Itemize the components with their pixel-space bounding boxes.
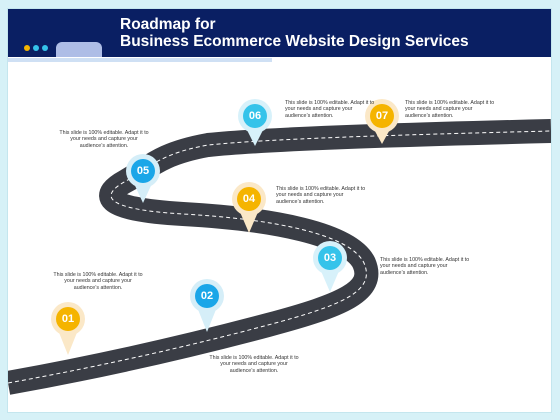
marker-06-label: 06 — [248, 110, 262, 122]
slide: Roadmap for Business Ecommerce Website D… — [8, 9, 551, 412]
title-line-1: Roadmap for — [120, 16, 216, 33]
page-title: Roadmap for Business Ecommerce Website D… — [120, 16, 469, 50]
blue-dot — [42, 45, 48, 51]
marker-02-label: 02 — [200, 290, 214, 302]
milestone-03-text: This slide is 100% editable. Adapt it to… — [380, 257, 470, 276]
milestone-05-text: This slide is 100% editable. Adapt it to… — [59, 130, 149, 149]
marker-01-pin — [51, 302, 85, 355]
title-line-2: Business Ecommerce Website Design Servic… — [120, 33, 469, 50]
marker-07-pin — [365, 99, 399, 144]
milestone-02-text: This slide is 100% editable. Adapt it to… — [209, 355, 299, 374]
title-bar: Roadmap for Business Ecommerce Website D… — [8, 9, 551, 57]
marker-05-pin — [126, 154, 160, 203]
marker-02-pin — [190, 279, 224, 332]
marker-05-label: 05 — [136, 165, 150, 177]
winding-road — [8, 119, 551, 395]
milestone-01-text: This slide is 100% editable. Adapt it to… — [53, 272, 143, 291]
marker-03-label: 03 — [323, 252, 337, 264]
milestone-06-text: This slide is 100% editable. Adapt it to… — [285, 100, 375, 119]
marker-07-label: 07 — [375, 110, 389, 122]
yellow-dot — [24, 45, 30, 51]
marker-01-label: 01 — [61, 313, 75, 325]
marker-04-pin — [232, 182, 266, 233]
road-center-line — [8, 130, 551, 384]
decorative-tab — [56, 42, 102, 57]
marker-04-label: 04 — [242, 193, 256, 205]
marker-06-pin — [238, 99, 272, 146]
milestone-04-text: This slide is 100% editable. Adapt it to… — [276, 186, 366, 205]
milestone-07-text: This slide is 100% editable. Adapt it to… — [405, 100, 495, 119]
blue-dot — [33, 45, 39, 51]
title-underline — [8, 58, 272, 62]
marker-03-pin — [313, 241, 347, 292]
